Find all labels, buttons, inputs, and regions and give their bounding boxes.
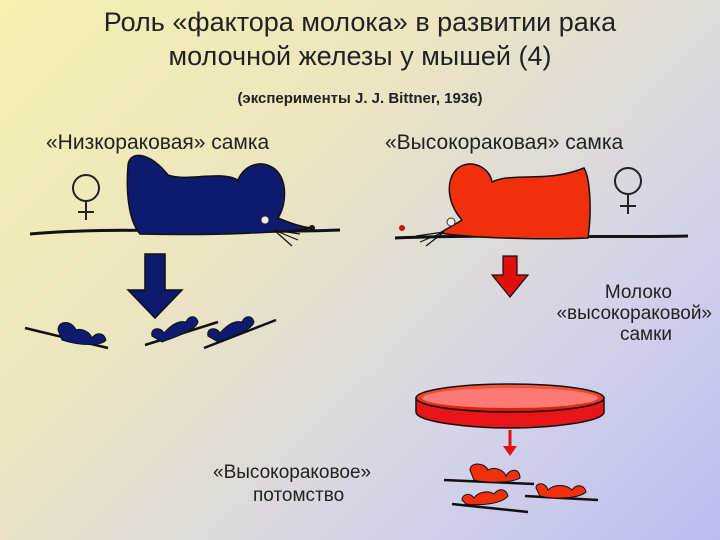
milk-label-line-3: самки [619,324,672,345]
female-symbol-icon [72,174,100,220]
low-cancer-offspring [24,316,277,350]
mouse-icon [451,489,529,514]
mouse-icon [24,322,109,350]
mouse-icon [203,316,277,350]
down-arrow-icon [490,255,530,298]
mouse-icon [524,483,599,502]
high-cancer-offspring [443,463,599,514]
title-line-2: молочной железы у мышей (4) [168,41,552,71]
mouse-icon [443,463,535,486]
offspring-label-line-2: потомство [253,485,345,506]
mouse-icon [144,316,219,347]
down-arrow-icon [126,253,184,320]
subtitle: (эксперименты J. J. Bittner, 1936) [237,90,483,107]
offspring-label-line-1: «Высокораковое» [213,462,372,483]
title-line-1: Роль «фактора молока» в развитии рака [103,7,617,37]
low-cancer-female-mouse [29,154,341,247]
down-arrow-icon [503,430,517,456]
milk-label-line-1: Молоко [604,282,672,303]
petri-dish-icon [415,383,605,429]
high-cancer-female-label: «Высокораковая» самка [385,131,624,154]
milk-label-line-2: «высокораковой» [556,303,712,324]
high-cancer-female-mouse [394,163,689,247]
low-cancer-female-label: «Низкораковая» самка [46,131,270,154]
female-symbol-icon [614,167,642,214]
